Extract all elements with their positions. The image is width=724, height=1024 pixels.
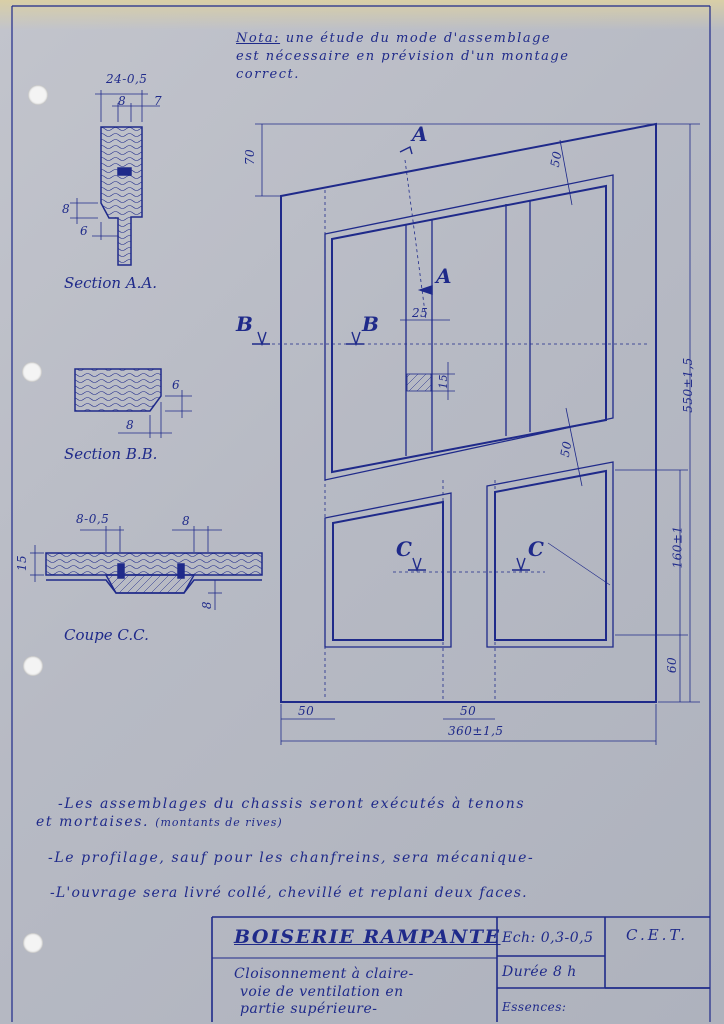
remark-line3: -Le profilage, sauf pour les chanfreins,… bbox=[48, 850, 535, 866]
title-block-title: BOISERIE RAMPANTE bbox=[234, 926, 501, 948]
title-block-desc2: voie de ventilation en bbox=[240, 984, 404, 1000]
dim-aa-side8: 8 bbox=[62, 202, 71, 216]
dim-60: 60 bbox=[665, 656, 680, 674]
note-line1: une étude du mode d'assemblage bbox=[285, 31, 552, 46]
dim-cc-top-left: 8-0,5 bbox=[76, 512, 110, 526]
remark-line4: -L'ouvrage sera livré collé, chevillé et… bbox=[50, 885, 528, 901]
dim-360: 360±1,5 bbox=[448, 724, 504, 738]
note-prefix: Nota: bbox=[236, 31, 281, 46]
dim-aa-width: 24-0,5 bbox=[106, 72, 148, 86]
section-aa-label: Section A.A. bbox=[64, 274, 158, 292]
marker-b-left: B bbox=[236, 312, 253, 336]
note-line2: est nécessaire en prévision d'un montage bbox=[236, 49, 570, 64]
dim-25: 25 bbox=[412, 306, 429, 320]
dim-50-top: 50 bbox=[547, 149, 565, 169]
remark-line2b: (montants de rives) bbox=[155, 816, 283, 829]
section-bb-drawing bbox=[74, 368, 192, 438]
dimension-lines bbox=[255, 123, 700, 745]
dim-160: 160±1 bbox=[670, 525, 685, 569]
marker-c-right: C bbox=[528, 537, 544, 561]
title-block-scale: Ech: 0,3-0,5 bbox=[502, 930, 594, 946]
marker-a-mid: A bbox=[436, 264, 452, 288]
note-block: Nota: une étude du mode d'assemblage est… bbox=[236, 30, 569, 84]
dim-cc-8: 8 bbox=[200, 600, 215, 610]
title-block-essences: Essences: bbox=[502, 1000, 567, 1014]
paper-edge bbox=[0, 0, 724, 30]
dim-bb-8: 8 bbox=[126, 418, 135, 432]
section-bb-label: Section B.B. bbox=[64, 445, 158, 463]
dim-550: 550±1,5 bbox=[680, 357, 695, 413]
panel-elevation bbox=[260, 122, 657, 703]
note-line3: correct. bbox=[236, 67, 300, 82]
dim-50-mid: 50 bbox=[557, 439, 575, 459]
title-block-duration: Durée 8 h bbox=[502, 964, 577, 980]
dim-50-center: 50 bbox=[460, 704, 477, 718]
dim-bb-6: 6 bbox=[172, 378, 181, 392]
dim-15: 15 bbox=[437, 374, 450, 389]
section-cc-drawing bbox=[30, 526, 263, 610]
marker-b-right: B bbox=[362, 312, 379, 336]
dim-aa-7: 7 bbox=[154, 94, 163, 108]
section-aa-drawing bbox=[70, 90, 160, 266]
title-block-frame bbox=[211, 916, 710, 1022]
dim-aa-side6: 6 bbox=[80, 224, 89, 238]
dim-cc-top-right: 8 bbox=[182, 514, 191, 528]
dim-70: 70 bbox=[243, 148, 258, 166]
dim-50-left: 50 bbox=[298, 704, 315, 718]
remark-line2: et mortaises. (montants de rives) bbox=[36, 814, 283, 830]
title-block-org: C.E.T. bbox=[626, 926, 688, 944]
punch-hole bbox=[28, 85, 48, 105]
title-block-desc3: partie supérieure- bbox=[240, 1001, 378, 1017]
title-block-desc1: Cloisonnement à claire- bbox=[234, 966, 414, 982]
sheet-border bbox=[11, 5, 711, 1022]
dim-cc-15: 15 bbox=[15, 554, 30, 572]
remark-line1: -Les assemblages du chassis seront exécu… bbox=[58, 796, 526, 812]
remark-line2a: et mortaises. bbox=[36, 814, 150, 830]
cut-markers bbox=[252, 145, 530, 573]
punch-hole bbox=[22, 362, 42, 382]
section-cc-label: Coupe C.C. bbox=[64, 626, 149, 644]
punch-hole bbox=[23, 933, 43, 953]
marker-c-left: C bbox=[396, 537, 412, 561]
punch-hole bbox=[23, 656, 43, 676]
marker-a-top: A bbox=[412, 122, 428, 146]
dim-aa-8: 8 bbox=[118, 94, 127, 108]
